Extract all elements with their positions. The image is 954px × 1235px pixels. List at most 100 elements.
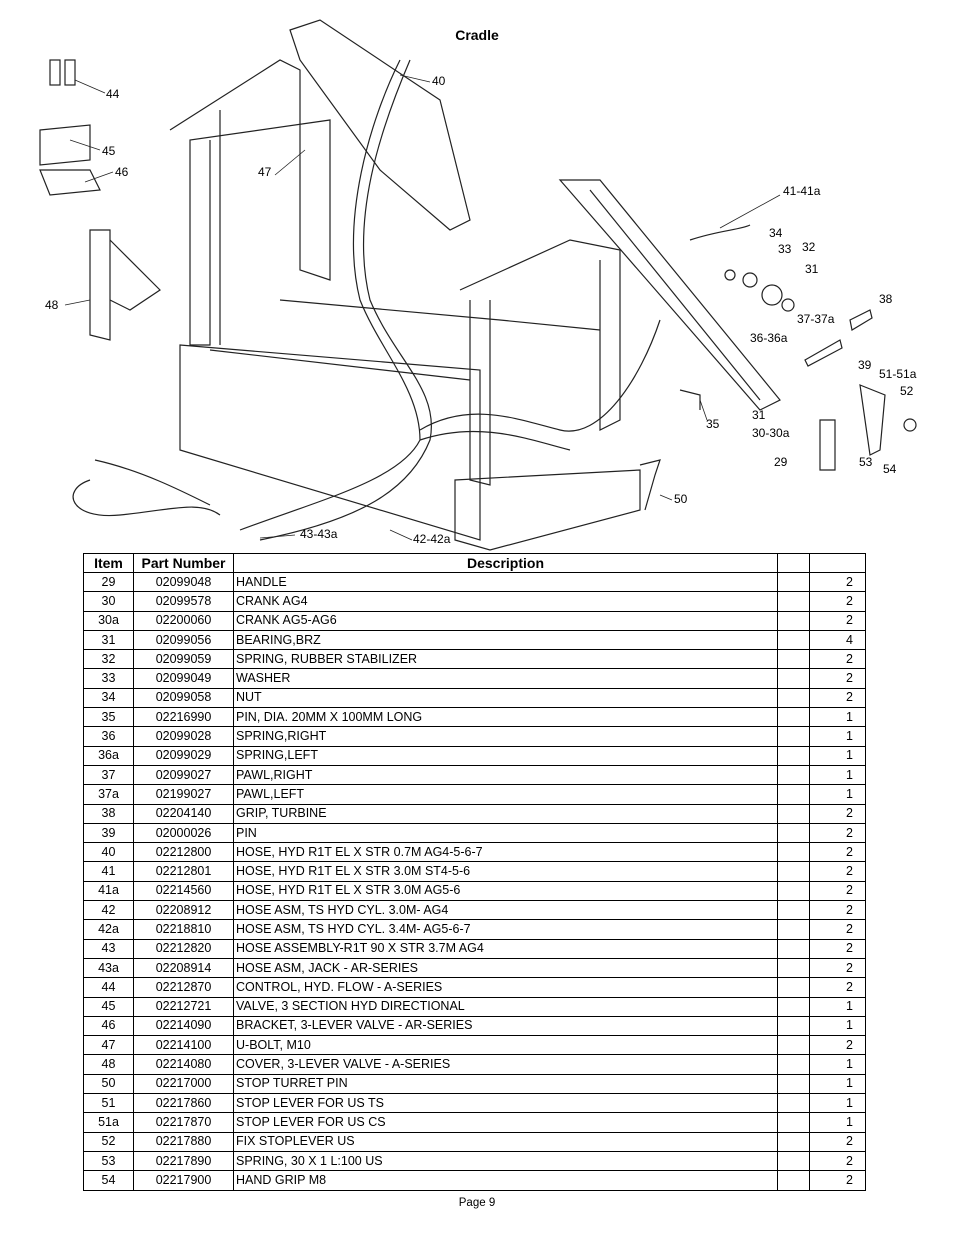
- cell-blank: [777, 938, 810, 959]
- callout-52: 52: [900, 384, 914, 398]
- cell-item: 36: [83, 726, 134, 747]
- cell-part-number: 02217900: [133, 1170, 234, 1191]
- cell-description: HOSE ASM, TS HYD CYL. 3.0M- AG4: [233, 900, 778, 921]
- cell-description: HOSE, HYD R1T EL X STR 0.7M AG4-5-6-7: [233, 842, 778, 863]
- cell-quantity: 2: [809, 900, 866, 921]
- cell-part-number: 02208912: [133, 900, 234, 921]
- header-part-number: Part Number: [133, 553, 234, 573]
- cell-item: 31: [83, 629, 134, 651]
- cell-quantity: 2: [809, 571, 866, 593]
- cell-blank: [777, 1073, 810, 1095]
- callout-40: 40: [432, 74, 446, 88]
- cell-part-number: 02204140: [133, 803, 234, 824]
- callout-46: 46: [115, 165, 129, 179]
- cell-blank: [777, 1150, 810, 1172]
- cell-quantity: 4: [809, 629, 866, 651]
- cell-item: 46: [83, 1015, 134, 1037]
- callout-43-43a: 43-43a: [300, 527, 338, 541]
- cell-blank: [777, 822, 810, 844]
- cell-quantity: 2: [809, 1131, 866, 1152]
- cell-part-number: 02212820: [133, 938, 234, 959]
- cell-description: HOSE ASSEMBLY-R1T 90 X STR 3.7M AG4: [233, 938, 778, 959]
- cell-description: GRIP, TURBINE: [233, 803, 778, 824]
- cell-item: 51a: [83, 1112, 134, 1133]
- cell-quantity: 1: [809, 1093, 866, 1114]
- cell-part-number: 02099028: [133, 726, 234, 747]
- cell-item: 42a: [83, 919, 134, 940]
- cell-description: CRANK AG5-AG6: [233, 610, 778, 631]
- cell-item: 52: [83, 1131, 134, 1152]
- cell-quantity: 1: [809, 1073, 866, 1095]
- cell-description: STOP LEVER FOR US TS: [233, 1093, 778, 1114]
- cell-blank: [777, 591, 810, 612]
- cell-item: 37a: [83, 784, 134, 805]
- cell-item: 38: [83, 803, 134, 824]
- cell-blank: [777, 707, 810, 728]
- cell-item: 37: [83, 764, 134, 786]
- cell-part-number: 02218810: [133, 919, 234, 940]
- cell-part-number: 02212801: [133, 861, 234, 882]
- cell-part-number: 02099059: [133, 649, 234, 670]
- cell-blank: [777, 1112, 810, 1133]
- cell-quantity: 2: [809, 977, 866, 998]
- callout-37-37a: 37-37a: [797, 312, 835, 326]
- callout-47: 47: [258, 165, 272, 179]
- callout-42-42a: 42-42a: [413, 532, 451, 546]
- cell-quantity: 2: [809, 591, 866, 612]
- cell-description: PAWL,LEFT: [233, 784, 778, 805]
- cell-item: 45: [83, 996, 134, 1017]
- cell-item: 41a: [83, 880, 134, 902]
- cell-quantity: 1: [809, 726, 866, 747]
- cell-part-number: 02214080: [133, 1054, 234, 1075]
- cell-quantity: 2: [809, 938, 866, 959]
- cell-quantity: 2: [809, 687, 866, 709]
- cell-description: HAND GRIP M8: [233, 1170, 778, 1191]
- cell-blank: [777, 745, 810, 766]
- cell-blank: [777, 996, 810, 1017]
- cell-item: 42: [83, 900, 134, 921]
- cell-quantity: 2: [809, 610, 866, 631]
- cell-blank: [777, 649, 810, 670]
- cell-item: 51: [83, 1093, 134, 1114]
- cell-description: FIX STOPLEVER US: [233, 1131, 778, 1152]
- callout-39: 39: [858, 358, 872, 372]
- cell-blank: [777, 1015, 810, 1037]
- page-title: Cradle: [455, 27, 499, 43]
- cell-quantity: 2: [809, 668, 866, 689]
- cell-quantity: 1: [809, 707, 866, 728]
- callout-35: 35: [706, 417, 720, 431]
- cell-blank: [777, 610, 810, 631]
- cell-quantity: 1: [809, 1015, 866, 1037]
- cell-description: HOSE ASM, TS HYD CYL. 3.4M- AG5-6-7: [233, 919, 778, 940]
- cell-part-number: 02217860: [133, 1093, 234, 1114]
- cell-blank: [777, 1093, 810, 1114]
- cell-item: 43: [83, 938, 134, 959]
- cell-blank: [777, 1170, 810, 1191]
- callout-51-51a: 51-51a: [879, 367, 917, 381]
- cell-blank: [777, 880, 810, 902]
- callout-48: 48: [45, 298, 59, 312]
- cell-description: BEARING,BRZ: [233, 629, 778, 651]
- cell-description: NUT: [233, 687, 778, 709]
- cell-description: HOSE ASM, JACK - AR-SERIES: [233, 957, 778, 979]
- cell-description: HOSE, HYD R1T EL X STR 3.0M AG5-6: [233, 880, 778, 902]
- cell-blank: [777, 668, 810, 689]
